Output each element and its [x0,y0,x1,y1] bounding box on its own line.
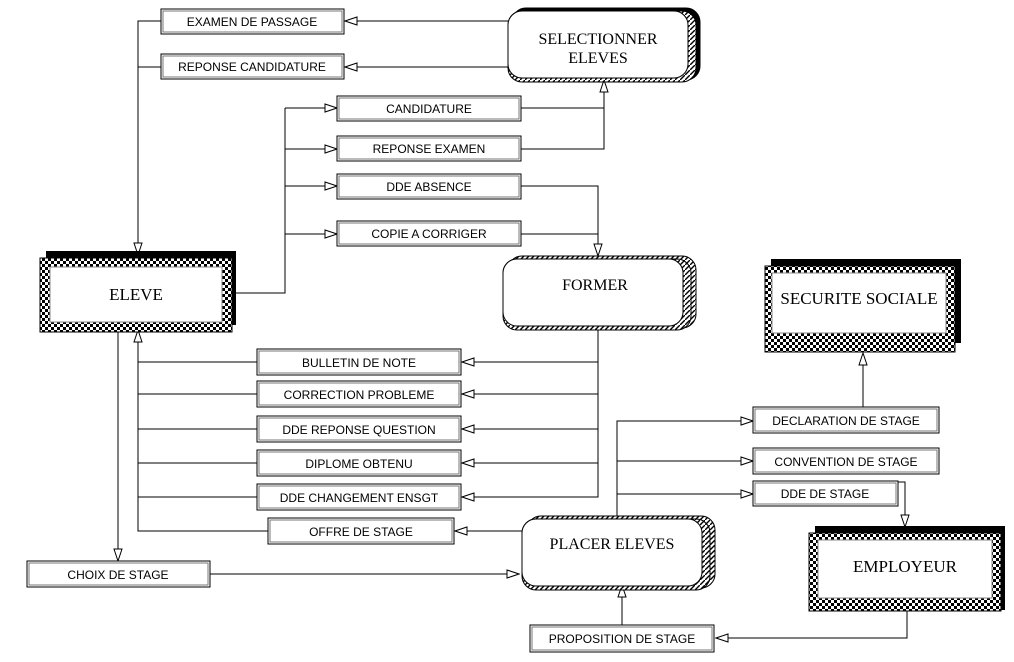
flow-examen-de-passage: EXAMEN DE PASSAGE [160,8,345,35]
process-selectionner-line1: SELECTIONNER [538,31,657,48]
entity-securite-sociale: SECURITE SOCIALE [764,259,961,353]
flow-reponse-examen: REPONSE EXAMEN [336,135,522,162]
flow-dde-absence: DDE ABSENCE [336,173,522,200]
svg-text:REPONSE EXAMEN: REPONSE EXAMEN [373,142,486,156]
process-former: FORMER [502,255,697,331]
flow-dde-reponse-question: DDE REPONSE QUESTION [256,415,462,443]
flow-dde-de-stage: DDE DE STAGE [752,480,899,507]
entity-eleve-label: ELEVE [109,285,163,304]
flow-choix-de-stage: CHOIX DE STAGE [26,560,211,588]
flow-bulletin-de-note: BULLETIN DE NOTE [256,348,462,376]
flow-convention-de-stage: CONVENTION DE STAGE [752,447,940,475]
process-former-label: FORMER [562,277,628,294]
svg-text:BULLETIN DE NOTE: BULLETIN DE NOTE [302,356,416,370]
flow-reponse-candidature: REPONSE CANDIDATURE [160,53,345,80]
entity-eleve: ELEVE [39,251,236,333]
flow-candidature: CANDIDATURE [336,95,522,122]
svg-text:DDE CHANGEMENT ENSGT: DDE CHANGEMENT ENSGT [280,491,439,505]
svg-text:CANDIDATURE: CANDIDATURE [386,102,472,116]
svg-text:CORRECTION PROBLEME: CORRECTION PROBLEME [284,388,435,402]
svg-text:DECLARATION DE STAGE: DECLARATION DE STAGE [772,414,920,428]
svg-text:EXAMEN DE PASSAGE: EXAMEN DE PASSAGE [187,15,317,29]
process-placer: PLACER ELEVES [521,515,716,591]
svg-text:DIPLOME OBTENU: DIPLOME OBTENU [305,457,412,471]
process-selectionner-line2: ELEVES [568,50,628,67]
flow-line-eleve-out [232,108,286,294]
svg-text:CHOIX DE STAGE: CHOIX DE STAGE [67,568,168,582]
process-placer-label: PLACER ELEVES [550,536,675,553]
flow-line-to-eleve-top [138,20,161,255]
svg-text:OFFRE DE STAGE: OFFRE DE STAGE [309,525,413,539]
svg-text:REPONSE CANDIDATURE: REPONSE CANDIDATURE [178,60,326,74]
entity-employeur: EMPLOYEUR [808,526,1005,612]
entity-securite-sociale-label: SECURITE SOCIALE [780,289,937,308]
flow-offre-de-stage: OFFRE DE STAGE [267,517,455,545]
flow-dde-changement-ensgt: DDE CHANGEMENT ENSGT [256,483,462,511]
flow-proposition-de-stage: PROPOSITION DE STAGE [529,624,715,653]
svg-text:COPIE A CORRIGER: COPIE A CORRIGER [371,227,487,241]
flow-correction-probleme: CORRECTION PROBLEME [256,380,462,408]
flow-diplome-obtenu: DIPLOME OBTENU [256,449,462,477]
svg-text:CONVENTION DE STAGE: CONVENTION DE STAGE [774,455,917,469]
flow-declaration-de-stage: DECLARATION DE STAGE [752,406,940,434]
svg-text:DDE ABSENCE: DDE ABSENCE [386,180,471,194]
entity-employeur-label: EMPLOYEUR [853,557,958,576]
connectors [118,21,907,638]
flow-copie-a-corriger: COPIE A CORRIGER [336,220,522,247]
process-selectionner: SELECTIONNER ELEVES [507,7,701,83]
svg-text:PROPOSITION DE STAGE: PROPOSITION DE STAGE [549,632,695,646]
svg-text:DDE REPONSE QUESTION: DDE REPONSE QUESTION [282,423,435,437]
svg-text:DDE DE STAGE: DDE DE STAGE [781,487,869,501]
